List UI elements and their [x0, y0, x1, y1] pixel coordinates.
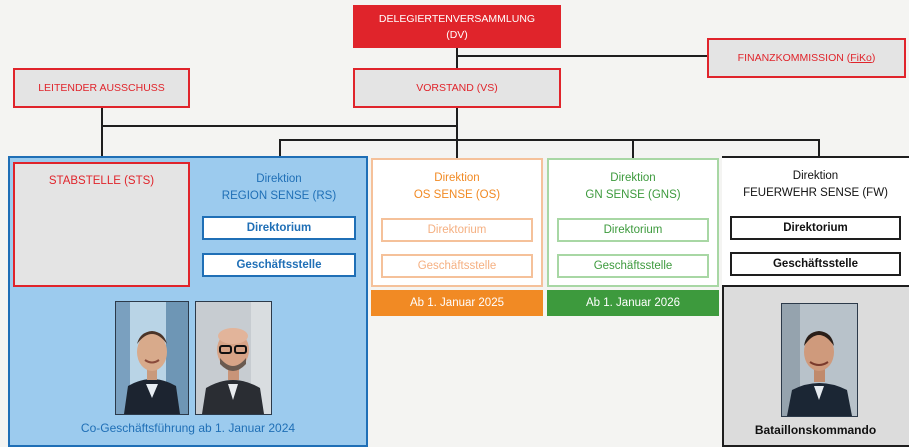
rs-geschaeftsstelle: Geschäftsstelle [202, 253, 356, 277]
gn-header-line2: GN SENSE (GNS) [585, 189, 681, 201]
gn-start-badge: Ab 1. Januar 2026 [547, 290, 719, 316]
rs-column: Direktion REGION SENSE (RS) Direktorium … [194, 162, 364, 287]
fw-column: Direktion FEUERWEHR SENSE (FW) Direktori… [722, 158, 909, 287]
fw-header: Direktion FEUERWEHR SENSE (FW) [722, 168, 909, 202]
gn-geschaeftsstelle: Geschäftsstelle [557, 254, 709, 278]
connector-os [456, 139, 458, 158]
connector-la-vs-bar [101, 125, 458, 127]
dv-box: DELEGIERTENVERSAMMLUNG (DV) [353, 5, 561, 48]
rs-header-line2: REGION SENSE (RS) [221, 190, 337, 202]
rs-direktorium: Direktorium [202, 216, 356, 240]
rs-header-line1: Direktion [256, 173, 302, 185]
leitender-ausschuss-box: LEITENDER AUSSCHUSS [13, 68, 190, 108]
os-header-line2: OS SENSE (OS) [413, 189, 501, 201]
dv-title: DELEGIERTENVERSAMMLUNG [378, 12, 536, 25]
connector-dv-fiko [457, 55, 707, 57]
fw-geschaeftsstelle: Geschäftsstelle [730, 252, 901, 276]
connector-dv-vs [456, 48, 458, 68]
connector-la-up [101, 107, 103, 126]
connector-fw [818, 139, 820, 158]
person-photo-right [195, 301, 272, 415]
dv-abbr: (DV) [446, 28, 468, 41]
connector-gn [632, 139, 634, 158]
os-column: Direktion OS SENSE (OS) Direktorium Gesc… [371, 158, 543, 287]
fiko-prefix: FINANZKOMMISSION ( [737, 52, 851, 64]
rs-caption: Co-Geschäftsführung ab 1. Januar 2024 [80, 421, 296, 435]
fiko-suffix: ) [871, 52, 876, 64]
gn-column: Direktion GN SENSE (GNS) Direktorium Ges… [547, 158, 719, 287]
connector-sts-down [101, 125, 103, 158]
connector-directions-bar [279, 139, 819, 141]
stabstelle-box: STABSTELLE (STS) [13, 162, 190, 287]
leitender-ausschuss-label: LEITENDER AUSSCHUSS [38, 82, 165, 94]
fw-header-line1: Direktion [792, 170, 839, 182]
stabstelle-label: STABSTELLE (STS) [48, 175, 155, 187]
os-direktorium: Direktorium [381, 218, 533, 242]
vorstand-box: VORSTAND (VS) [353, 68, 561, 108]
fw-caption: Bataillonskommando [754, 423, 877, 437]
rs-header: Direktion REGION SENSE (RS) [194, 171, 364, 205]
connector-vs-down [456, 108, 458, 140]
fw-header-line2: FEUERWEHR SENSE (FW) [743, 187, 888, 199]
gn-header-line1: Direktion [610, 172, 656, 184]
fiko-box: FINANZKOMMISSION (FiKo) [707, 38, 906, 78]
fw-direktorium: Direktorium [730, 216, 901, 240]
fiko-abbr: FiKo [850, 52, 872, 64]
gn-direktorium: Direktorium [557, 218, 709, 242]
person-photo-fw [781, 303, 858, 417]
os-header-line1: Direktion [434, 172, 480, 184]
connector-rs [279, 139, 281, 158]
vorstand-label: VORSTAND (VS) [416, 82, 498, 94]
gn-header: Direktion GN SENSE (GNS) [549, 170, 717, 204]
os-start-badge: Ab 1. Januar 2025 [371, 290, 543, 316]
os-geschaeftsstelle: Geschäftsstelle [381, 254, 533, 278]
person-photo-left [115, 301, 189, 415]
os-header: Direktion OS SENSE (OS) [373, 170, 541, 204]
